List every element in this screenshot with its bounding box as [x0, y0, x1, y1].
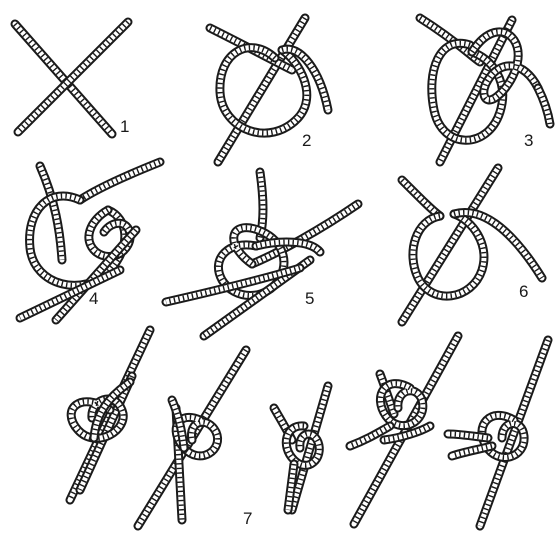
step-2-rope-drawing [180, 0, 360, 170]
step-5-rope-drawing [160, 160, 380, 340]
rope-strand [402, 180, 440, 216]
step-7-knot-b [128, 340, 258, 530]
step-1-label: 1 [120, 118, 129, 135]
rope-strand [480, 340, 548, 526]
step-4-label: 4 [89, 290, 98, 307]
step-7-knot-e [440, 330, 556, 530]
step-1-rope-drawing [0, 0, 180, 160]
rope-strand [80, 162, 160, 200]
step-2-label: 2 [302, 132, 311, 149]
step-6-rope-drawing [392, 160, 556, 330]
step-7-label: 7 [243, 510, 252, 527]
step-7-knot-c [258, 380, 348, 520]
step-5-label: 5 [305, 290, 314, 307]
step-6-label: 6 [519, 283, 528, 300]
step-3-label: 3 [524, 132, 533, 149]
